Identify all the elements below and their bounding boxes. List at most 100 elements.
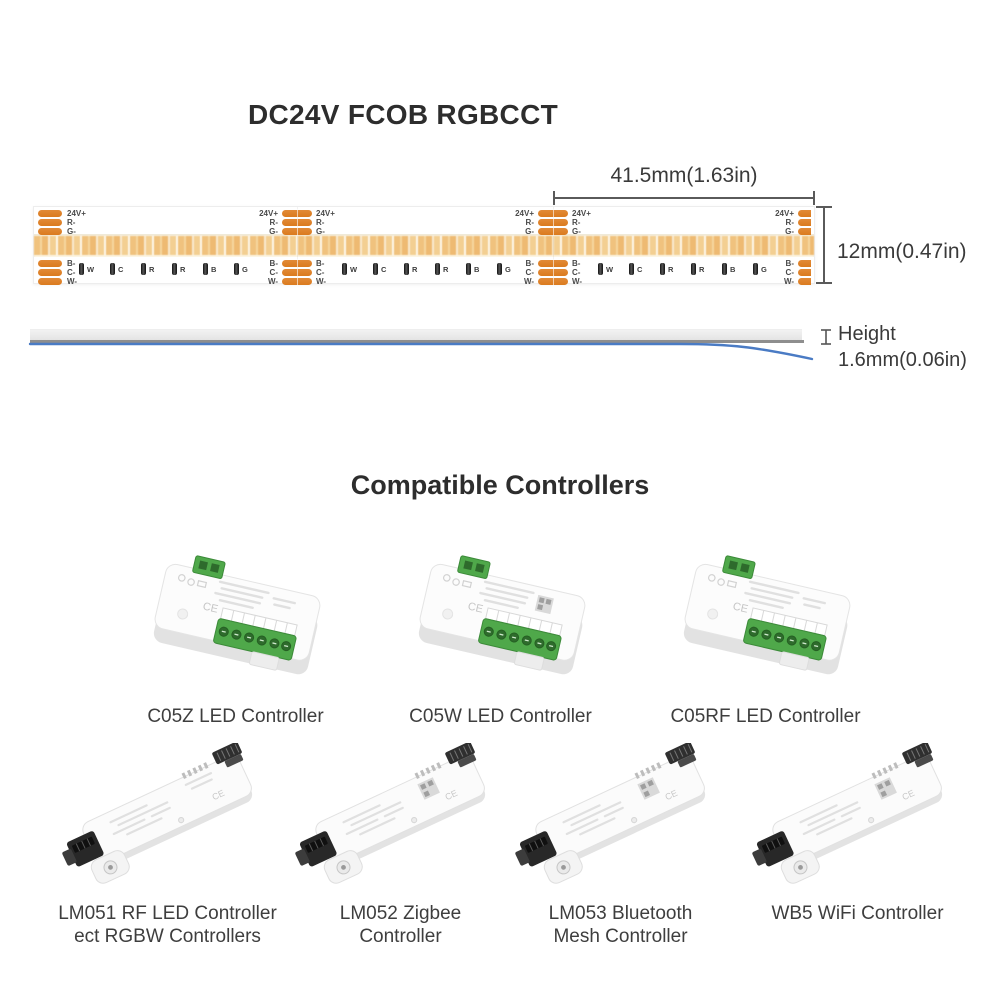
solder-pad	[282, 277, 312, 286]
resistor-label: G	[761, 264, 767, 274]
pad-label: B-	[525, 259, 534, 268]
controller-caption-line: C05W LED Controller	[409, 706, 592, 727]
pad-label: C-	[785, 268, 794, 277]
resistor-label: C	[381, 264, 387, 274]
solder-pad	[282, 218, 312, 227]
controller-caption: C05RF LED Controller	[670, 706, 860, 729]
resistor: C	[629, 263, 642, 275]
pad-label: 24V+	[775, 209, 794, 218]
svg-text:CE: CE	[210, 788, 226, 802]
thickness-marker-icon	[821, 329, 831, 345]
pad-label: R-	[316, 218, 325, 227]
thickness-value: 1.6mm(0.06in)	[838, 349, 967, 371]
solder-pad-cluster: 24V+R-G-	[768, 210, 811, 237]
resistor-body	[203, 263, 208, 275]
cut-line	[553, 207, 554, 283]
resistor-body	[598, 263, 603, 275]
pad-label: W-	[523, 277, 534, 286]
resistor-body	[404, 263, 409, 275]
pad-label: W-	[316, 277, 327, 286]
resistor: B	[203, 263, 216, 275]
solder-pad	[798, 219, 811, 226]
resistor: C	[373, 263, 386, 275]
pad-label: G-	[572, 227, 581, 236]
controller-card: CE WB5 WiFi Controller	[740, 741, 975, 926]
resistor-label: W	[606, 264, 614, 274]
controller-image: CE	[648, 551, 883, 706]
pad-label: C-	[67, 268, 76, 277]
resistor-label: W	[350, 264, 358, 274]
controller-caption-line: LM053 Bluetooth	[548, 903, 693, 924]
solder-pad	[38, 210, 62, 217]
controller-image: CE	[50, 741, 285, 903]
resistor: G	[497, 263, 511, 275]
led-strip-top-view: 24V+R-G-B-C-W-24V+24V+R-R-G-G-B-B-C-C-W-…	[33, 206, 815, 287]
resistor-label: R	[443, 264, 449, 274]
pad-label: G-	[316, 227, 325, 236]
pad-label: B-	[785, 259, 794, 268]
solder-pad	[38, 278, 62, 285]
led-strip-side-view	[30, 329, 802, 340]
resistor-body	[234, 263, 239, 275]
resistor-body	[79, 263, 84, 275]
resistor-label: B	[730, 264, 736, 274]
resistor: R	[141, 263, 154, 275]
resistor-body	[722, 263, 727, 275]
svg-text:CE: CE	[443, 788, 459, 802]
resistor: W	[598, 263, 613, 275]
solder-pad-cluster: B-C-W-	[38, 260, 77, 287]
solder-pad	[798, 228, 811, 235]
resistor: G	[234, 263, 248, 275]
solder-pad	[798, 269, 811, 276]
resistor-body	[466, 263, 471, 275]
resistor-body	[110, 263, 115, 275]
svg-text:CE: CE	[663, 788, 679, 802]
solder-pad	[798, 260, 811, 267]
solder-pad-cluster: B-B-C-C-W-W-	[508, 259, 582, 287]
controller-caption-line: WB5 WiFi Controller	[771, 903, 944, 924]
solder-pad	[38, 269, 62, 276]
strip-height-dimension-line	[816, 206, 832, 284]
resistor-body	[753, 263, 758, 275]
page-title: DC24V FCOB RGBCCT	[247, 99, 558, 130]
pad-label: B-	[572, 259, 581, 268]
pad-label: R-	[785, 218, 794, 227]
solder-pad	[798, 210, 811, 217]
resistor-label: C	[637, 264, 643, 274]
pad-label: W-	[783, 277, 794, 286]
controller-image: CE	[503, 741, 738, 903]
solder-pad-cluster: 24V+24V+R-R-G-G-	[252, 209, 335, 237]
controller-caption: LM051 RF LED Controller ect RGBW Control…	[58, 903, 277, 948]
solder-pad-cluster: B-B-C-C-W-W-	[252, 259, 327, 287]
resistor: B	[466, 263, 479, 275]
controller-caption-line: LM052 Zigbee	[339, 903, 462, 924]
resistor: W	[342, 263, 357, 275]
svg-text:CE: CE	[202, 601, 220, 616]
pad-label: R-	[269, 218, 278, 227]
resistor-label: G	[242, 264, 248, 274]
solder-pad-cluster: B-C-W-	[768, 260, 811, 287]
pad-label: C-	[316, 268, 325, 277]
pad-label: C-	[269, 268, 278, 277]
controller-card: CE C05Z LED Controller	[118, 551, 353, 729]
strip-width-dimension-line	[553, 191, 815, 205]
pad-label: G-	[785, 227, 794, 236]
solder-pad	[38, 219, 62, 226]
resistor-body	[629, 263, 634, 275]
resistor-body	[497, 263, 502, 275]
controller-caption-line: C05Z LED Controller	[147, 706, 324, 727]
resistor-label: R	[180, 264, 186, 274]
led-chips	[34, 236, 814, 255]
pad-label: B-	[67, 259, 76, 268]
solder-pad	[282, 227, 312, 236]
pad-label: 24V+	[316, 209, 335, 218]
led-strip-side-edge	[30, 340, 804, 343]
strip-height-dimension-label: 12mm(0.47in)	[837, 240, 967, 263]
solder-pad	[38, 228, 62, 235]
controller-caption-line: C05RF LED Controller	[670, 706, 861, 727]
resistor-body	[141, 263, 146, 275]
resistor-label: B	[474, 264, 480, 274]
solder-pad	[282, 268, 312, 277]
controller-image: CE	[383, 551, 618, 706]
